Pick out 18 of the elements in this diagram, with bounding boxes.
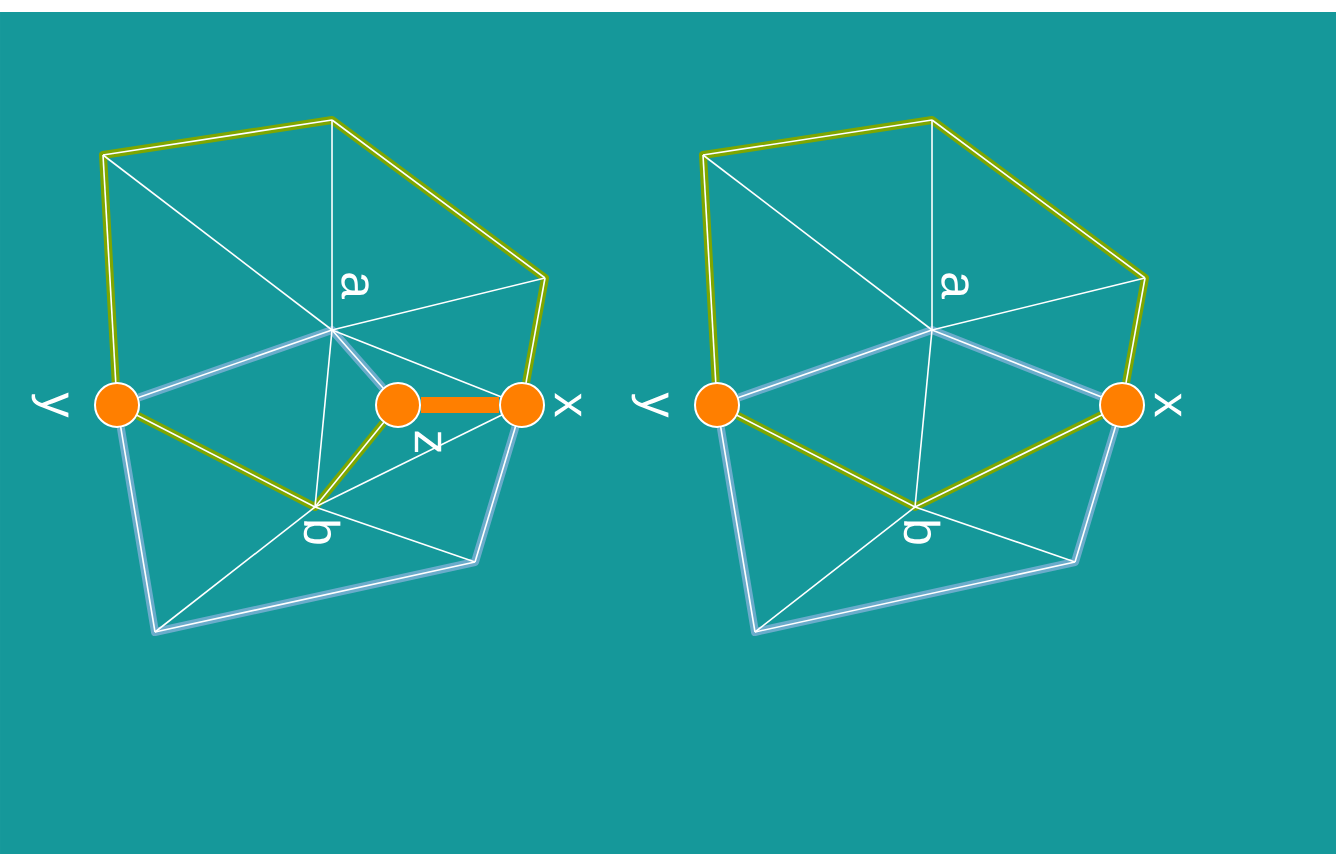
vertex-label: y [631, 392, 669, 418]
vertex-label: b [903, 521, 941, 544]
vertex-label: a [941, 273, 969, 299]
path-line [735, 411, 1104, 511]
vertex-label: a [341, 273, 369, 299]
path-line [137, 326, 386, 402]
path-line [135, 411, 387, 511]
vertex-label: b [303, 521, 341, 544]
path-line [737, 326, 1103, 402]
path-line [116, 425, 520, 636]
path-line [699, 116, 1149, 384]
path-line [421, 397, 499, 413]
vertex-label: y [31, 392, 69, 418]
path-line [716, 425, 1120, 636]
path-line [99, 116, 549, 384]
vertex-label: z [414, 431, 442, 452]
vertex-label: x [554, 393, 582, 417]
vertex-label: x [1154, 393, 1182, 417]
